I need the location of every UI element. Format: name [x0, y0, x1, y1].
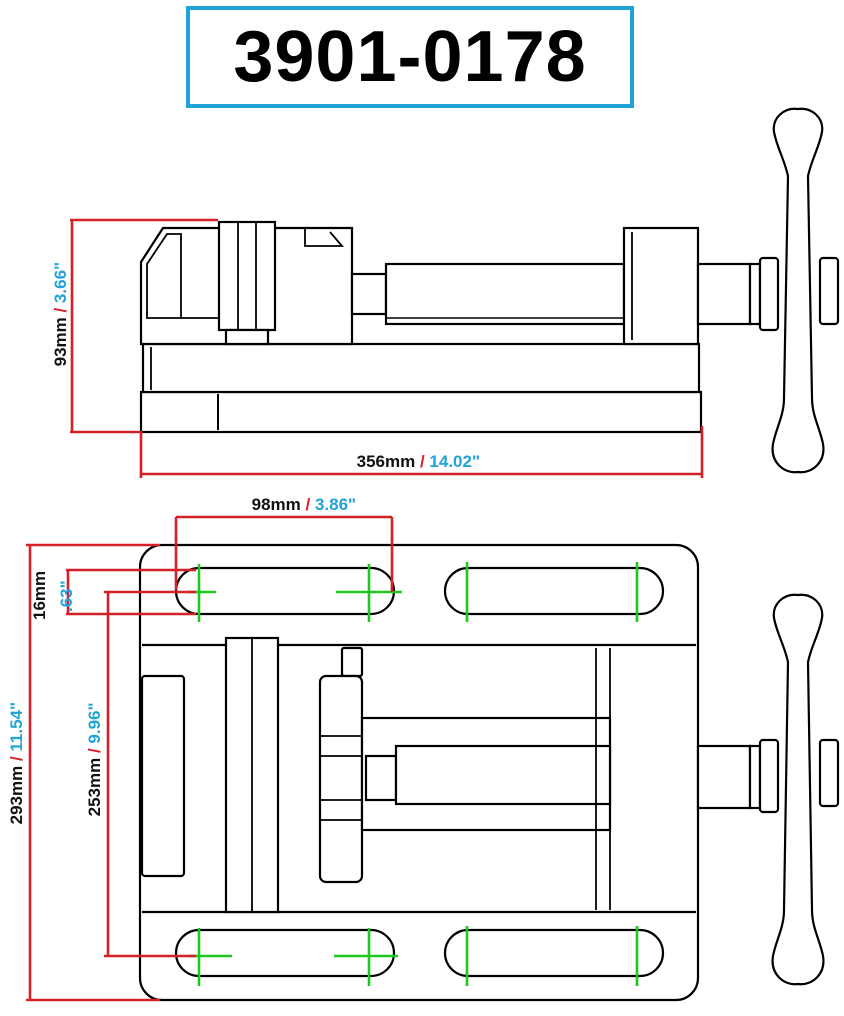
top-slide — [318, 674, 364, 884]
side-base-plate — [139, 390, 703, 434]
side-body-rail — [141, 342, 701, 394]
side-screw — [350, 272, 388, 316]
side-rear-block — [622, 226, 700, 346]
dim-height-label: 93mm / 3.66" — [51, 248, 70, 390]
top-spindle — [696, 744, 752, 810]
dim-slot-width-mm: 16mm — [30, 571, 49, 620]
dim-width-label: 293mm / 11.54" — [7, 688, 26, 848]
side-handle — [771, 107, 825, 474]
slot-bottom-right — [443, 928, 665, 978]
top-left-pad — [140, 674, 186, 878]
side-screw-housing — [384, 262, 626, 326]
slot-bottom-left — [174, 928, 396, 978]
side-view — [139, 107, 840, 474]
dim-length-label: 356mm / 14.02" — [333, 452, 494, 471]
top-view — [138, 543, 840, 1002]
slot-top-right — [443, 566, 665, 616]
dimension-lines — [26, 218, 704, 1002]
top-handle — [771, 593, 825, 986]
dim-slot-spacing-label: 253mm / 9.96" — [85, 688, 104, 840]
part-number: 3901-0178 — [233, 17, 587, 97]
dim-slot-length-label: 98mm / 3.86" — [228, 495, 370, 514]
part-number-box: 3901-0178 — [186, 6, 634, 108]
dim-slot-width-inch: .63" — [57, 580, 76, 612]
side-spindle — [696, 262, 752, 326]
